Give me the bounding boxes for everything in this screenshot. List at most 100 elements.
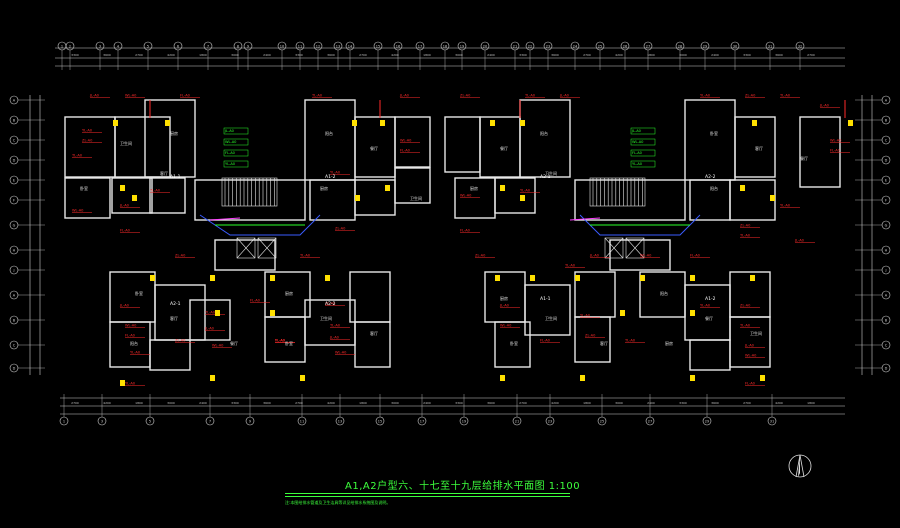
- pipe-run: [569, 217, 601, 221]
- axis-label: 26: [623, 45, 627, 49]
- pipe-tag: YL-A0: [700, 304, 711, 308]
- pipe-tag: TL-A0: [779, 94, 791, 98]
- dimension-text: 4200: [103, 401, 111, 405]
- drawing-note: 注:本图给排水管道及卫生洁具等详见给排水系统图及说明。: [285, 500, 391, 505]
- pipe-tag: FL-A0: [180, 94, 191, 98]
- pipe-tag: WL-A0: [460, 194, 472, 198]
- axis-label: 16: [396, 45, 400, 49]
- axis-label: 2: [69, 45, 71, 49]
- dimension-text: 3600: [327, 53, 335, 57]
- pipe-tag: TL-A0: [329, 324, 341, 328]
- dimension-text: 2400: [487, 53, 495, 57]
- axis-label: 25: [600, 420, 604, 424]
- dimension-text: 2700: [743, 401, 751, 405]
- axis-label: 25: [598, 45, 602, 49]
- axis-label: B: [885, 318, 888, 322]
- room-label: 卫生间: [545, 315, 557, 321]
- dimension-text: 2400: [711, 53, 719, 57]
- axis-label: 21: [515, 420, 519, 424]
- pipe-tag: JL-A0: [819, 104, 830, 108]
- axis-label: 15: [378, 420, 382, 424]
- pipe-tag: TL-A0: [204, 311, 216, 315]
- building-walls: [64, 99, 841, 371]
- unit-label: A2-2: [325, 301, 336, 307]
- axis-label: 13: [336, 45, 340, 49]
- pipe-tag: TL-A0: [311, 94, 323, 98]
- axis-label: 29: [705, 420, 709, 424]
- axis-label: G: [13, 223, 16, 227]
- left-dimension-chain: [29, 95, 41, 375]
- room-label: 餐厅: [500, 145, 508, 151]
- axis-label: 11: [298, 45, 302, 49]
- fixture-icon: [215, 310, 220, 316]
- pipe-tag: JL-A0: [794, 239, 805, 243]
- dimension-text: 3300: [295, 53, 303, 57]
- axis-label: A: [885, 98, 888, 102]
- riser-tag: YL-A0: [632, 162, 643, 166]
- dimension-text: 2700: [295, 401, 303, 405]
- pipe-tag: TL-A0: [524, 94, 536, 98]
- room-wall: [149, 339, 191, 371]
- room-wall: [214, 239, 276, 271]
- dimension-text: 4200: [615, 53, 623, 57]
- dimension-text: 3600: [551, 53, 559, 57]
- fixture-icon: [620, 310, 625, 316]
- dimension-text: 4200: [327, 401, 335, 405]
- room-wall: [574, 316, 611, 363]
- room-label: 卧室: [285, 340, 293, 346]
- room-wall: [729, 179, 776, 221]
- fixture-icon: [530, 275, 535, 281]
- room-wall: [444, 116, 481, 173]
- fixture-icon: [495, 275, 500, 281]
- fixture-icon: [150, 275, 155, 281]
- axis-label: 32: [798, 45, 802, 49]
- room-wall: [114, 116, 171, 178]
- axis-label: 15: [376, 45, 380, 49]
- pipe-tag: JL-A0: [89, 94, 100, 98]
- dimension-text: 1800: [583, 401, 591, 405]
- axis-label: 3: [101, 420, 103, 424]
- dimension-text: 2700: [583, 53, 591, 57]
- room-wall: [309, 179, 356, 221]
- riser-tag: WL-A0: [225, 140, 237, 144]
- pipe-tag: WL-A0: [72, 209, 84, 213]
- unit-label: A2-1: [170, 301, 181, 307]
- pipe-tag: ZL-A0: [335, 227, 346, 231]
- title-underline: [285, 493, 570, 494]
- axis-label: 7: [207, 45, 209, 49]
- pipe-tag: YL-A0: [150, 189, 161, 193]
- room-label: 客厅: [170, 315, 178, 321]
- riser-box: [630, 138, 656, 146]
- room-wall: [574, 179, 686, 221]
- bottom-dimension-chain: [60, 397, 845, 415]
- riser-tag: WL-A0: [632, 140, 644, 144]
- dimension-text: 1800: [807, 401, 815, 405]
- axis-label: C: [885, 138, 888, 142]
- fixture-icon: [165, 120, 170, 126]
- axis-label: A: [13, 98, 16, 102]
- pipe-tag: FL-A0: [120, 229, 131, 233]
- pipe-tag: FL-A0: [540, 339, 551, 343]
- dimension-text: 3300: [71, 53, 79, 57]
- room-wall: [394, 167, 431, 204]
- room-wall: [189, 299, 231, 341]
- axis-label: 19: [460, 45, 464, 49]
- fixture-icon: [355, 195, 360, 201]
- dimension-text: 3000: [231, 53, 239, 57]
- pipe-tag: WL-A0: [745, 354, 757, 358]
- pipe-tag: YL-A0: [82, 129, 93, 133]
- axis-label: 18: [443, 45, 447, 49]
- dimension-text: 3600: [263, 401, 271, 405]
- room-wall: [111, 177, 153, 214]
- pipe-tag: JL-A0: [119, 304, 130, 308]
- room-label: 餐厅: [705, 315, 713, 321]
- room-label: 阳台: [130, 340, 138, 346]
- room-label: 卧室: [710, 130, 718, 136]
- fixture-icon: [740, 185, 745, 191]
- pipe-tag: FL-A0: [250, 299, 261, 303]
- dimension-text: 2700: [71, 401, 79, 405]
- dimension-text: 3600: [775, 53, 783, 57]
- unit-label: A1-1: [540, 296, 551, 302]
- axis-label: 22: [528, 45, 532, 49]
